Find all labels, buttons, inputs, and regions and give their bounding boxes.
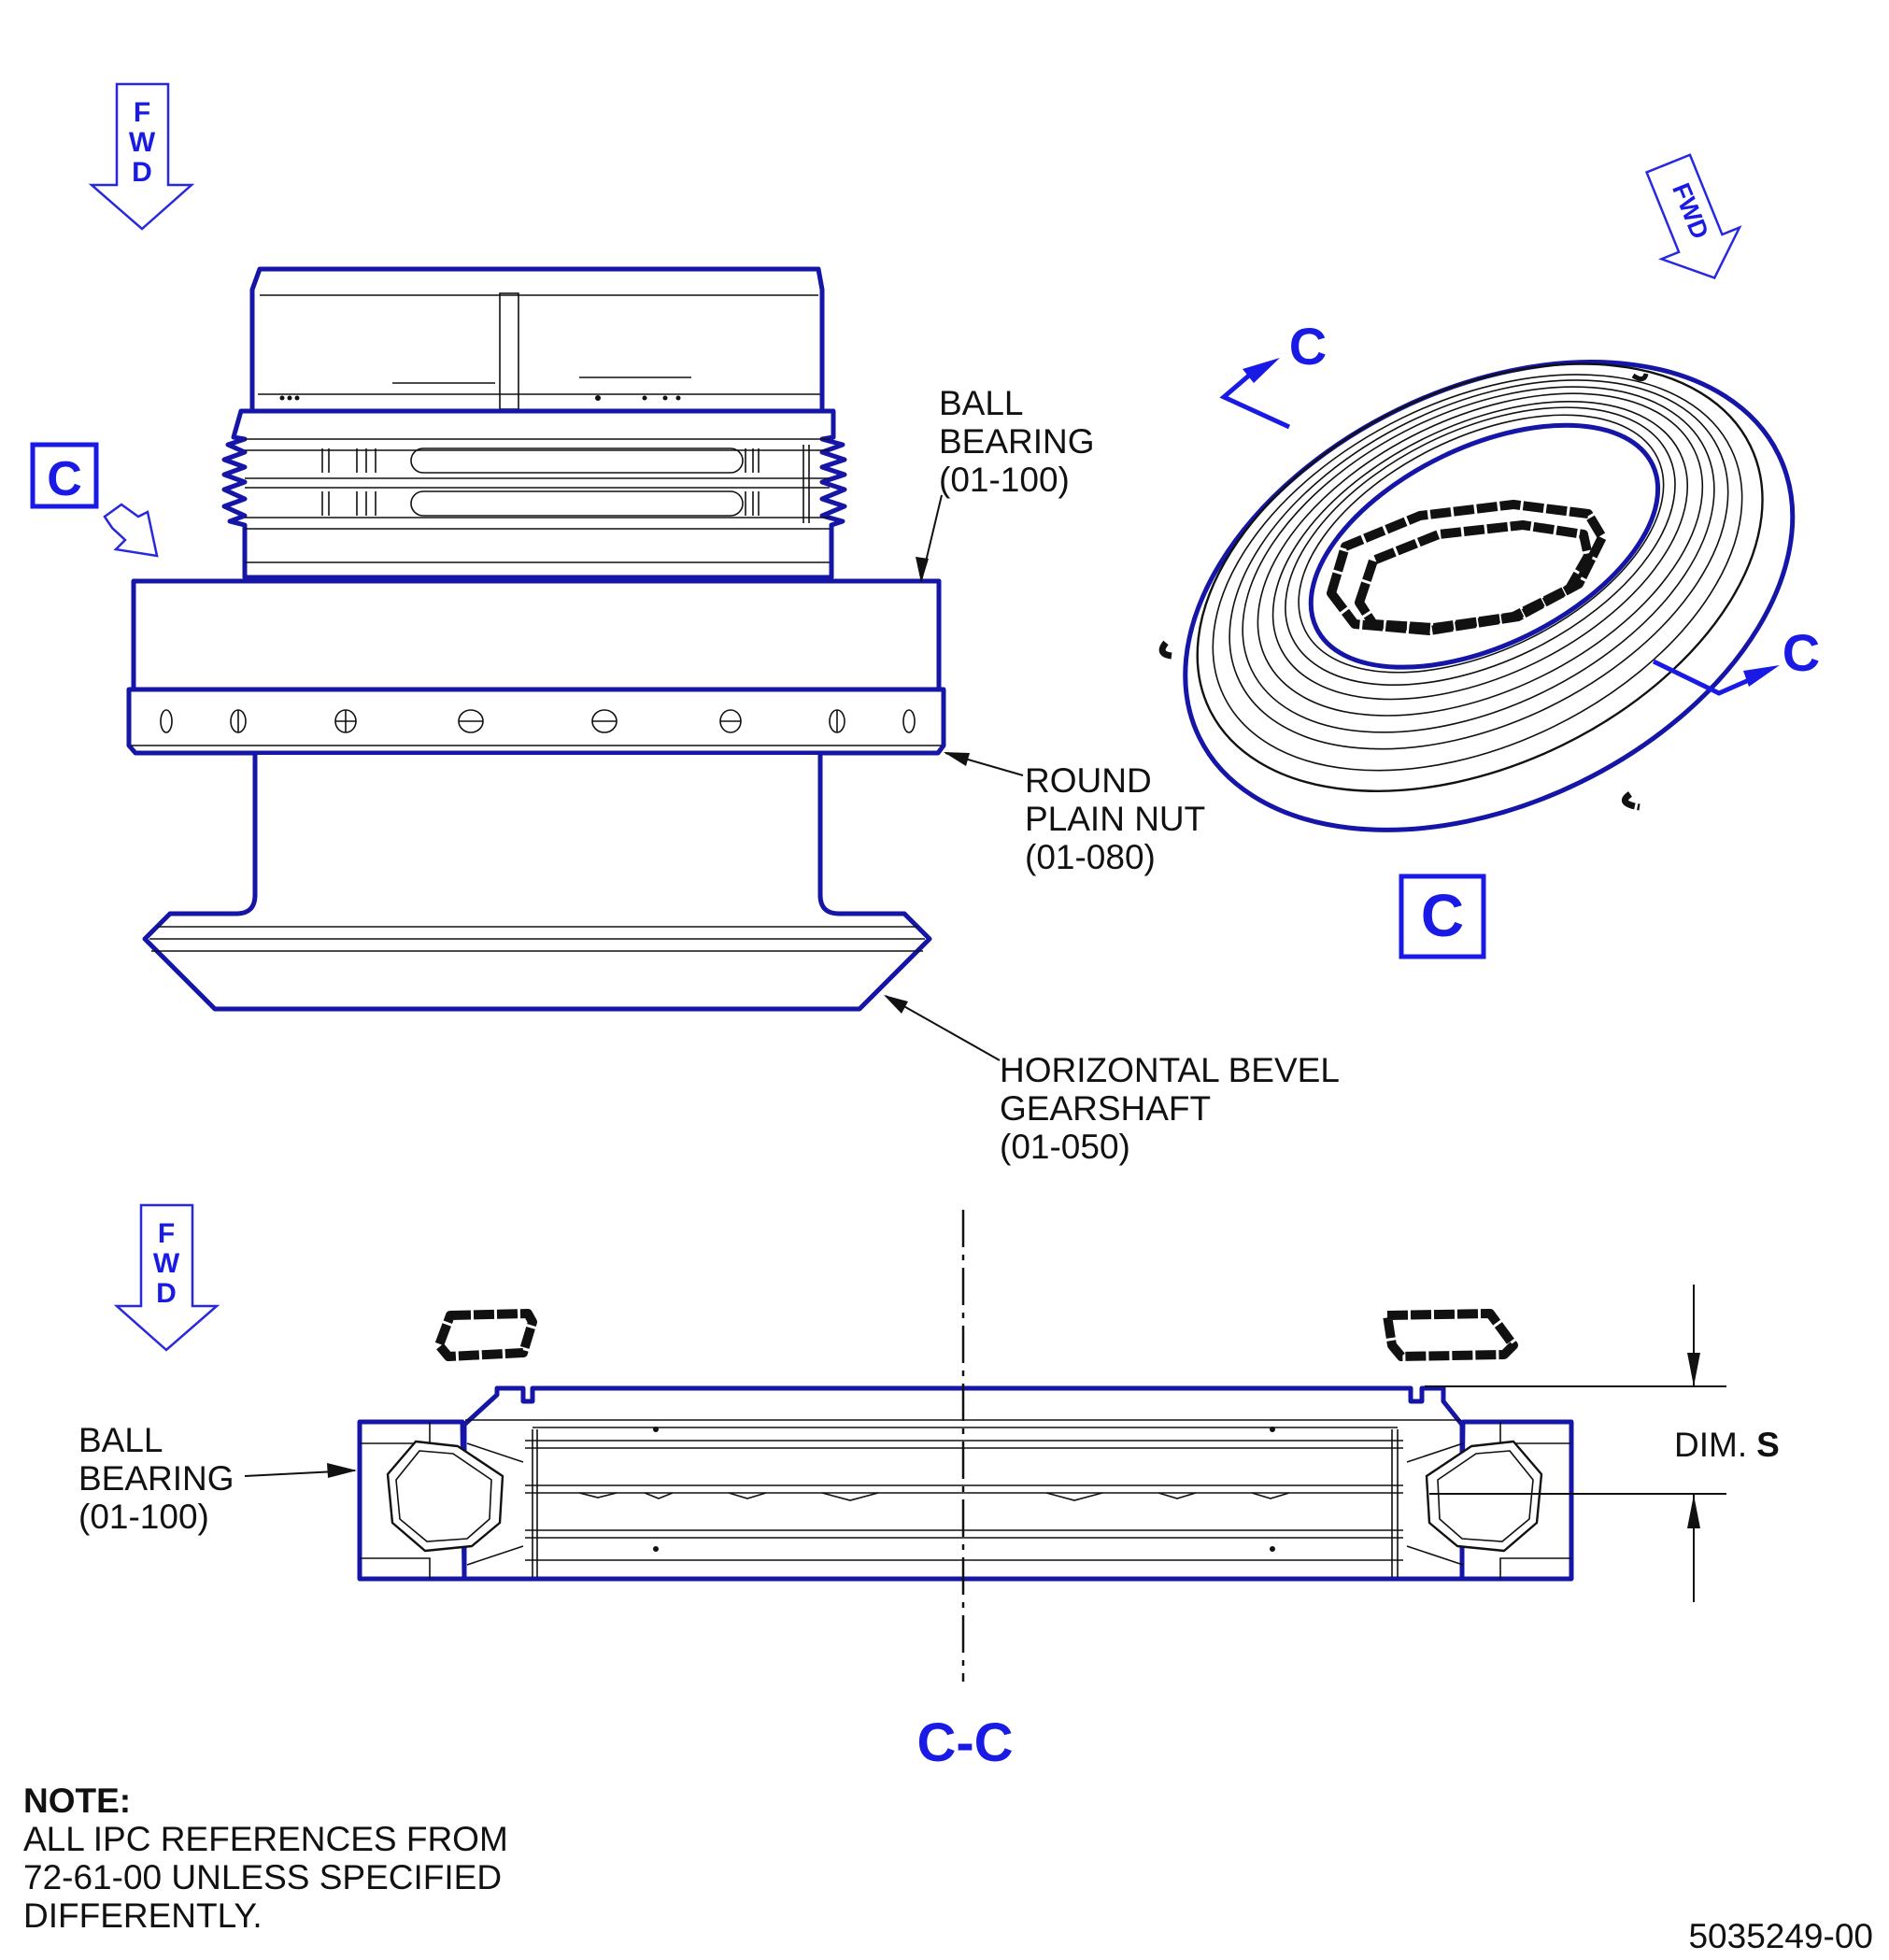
callout-round-plain-nut: ROUND PLAIN NUT (01-080) xyxy=(1025,761,1205,876)
view-c-marker: C xyxy=(30,442,159,558)
note-line: 72-61-00 UNLESS SPECIFIED xyxy=(23,1858,502,1896)
seal-right xyxy=(1383,1309,1518,1361)
svg-text:(01-080): (01-080) xyxy=(1025,838,1156,876)
svg-text:C: C xyxy=(1421,882,1464,949)
note-line: DIFFERENTLY. xyxy=(23,1896,263,1935)
callout-ball-bearing-section: BALL BEARING (01-100) xyxy=(78,1421,234,1536)
svg-text:HORIZONTAL BEVEL: HORIZONTAL BEVEL xyxy=(1000,1051,1340,1089)
fwd-letter: D xyxy=(132,157,152,188)
svg-text:PLAIN NUT: PLAIN NUT xyxy=(1025,800,1205,838)
note-line: ALL IPC REFERENCES FROM xyxy=(23,1820,508,1858)
leader-ball-bearing-top xyxy=(916,494,943,583)
figure-number: 5035249-00 xyxy=(1688,1917,1873,1955)
section-cut-marker-top: C xyxy=(1219,317,1327,430)
callout-ball-bearing-top: BALL BEARING (01-100) xyxy=(939,384,1095,499)
gearshaft-side-view xyxy=(126,266,946,1012)
svg-text:(01-050): (01-050) xyxy=(1000,1128,1130,1166)
section-letter: C xyxy=(1782,623,1820,682)
view-direction-arrow xyxy=(103,503,159,558)
dim-s-label: DIM.S xyxy=(1674,1426,1780,1464)
note-block: NOTE: ALL IPC REFERENCES FROM 72-61-00 U… xyxy=(23,1782,508,1935)
svg-text:BEARING: BEARING xyxy=(78,1459,234,1498)
nut-holes xyxy=(160,709,916,733)
svg-text:BALL: BALL xyxy=(939,384,1024,422)
iso-view-label: C xyxy=(1399,873,1486,959)
svg-text:ROUND: ROUND xyxy=(1025,761,1152,800)
callout-horizontal-bevel-gearshaft: HORIZONTAL BEVEL GEARSHAFT (01-050) xyxy=(1000,1051,1340,1166)
fwd-arrow-section: F W D xyxy=(113,1203,220,1352)
dim-s-lines xyxy=(1425,1285,1726,1602)
svg-text:BALL: BALL xyxy=(78,1421,163,1459)
fwd-letter: D xyxy=(156,1278,177,1309)
view-c-label: C xyxy=(47,452,82,506)
fwd-letter: W xyxy=(153,1248,180,1279)
svg-text:BEARING: BEARING xyxy=(939,422,1095,461)
bearing-iso-view xyxy=(1158,360,1796,832)
fwd-letter: F xyxy=(158,1218,175,1249)
fwd-letter: W xyxy=(129,127,156,158)
svg-text:(01-100): (01-100) xyxy=(939,461,1070,499)
fwd-arrow-iso: FWD xyxy=(1644,153,1742,280)
leader-round-plain-nut xyxy=(944,752,1024,776)
fwd-letter: F xyxy=(134,97,150,128)
leader-gearshaft xyxy=(884,995,1001,1061)
fwd-arrow-top-left: F W D xyxy=(88,82,195,231)
note-heading: NOTE: xyxy=(23,1782,131,1820)
svg-text:GEARSHAFT: GEARSHAFT xyxy=(1000,1089,1211,1128)
bearing-section-view xyxy=(357,1385,1574,1582)
section-title: C-C xyxy=(916,1712,1013,1773)
section-letter: C xyxy=(1289,317,1327,376)
seal-left xyxy=(434,1309,537,1361)
section-cut-marker-bottom: C xyxy=(1652,623,1820,696)
svg-text:(01-100): (01-100) xyxy=(78,1498,209,1536)
leader-ball-bearing-section xyxy=(244,1463,357,1478)
